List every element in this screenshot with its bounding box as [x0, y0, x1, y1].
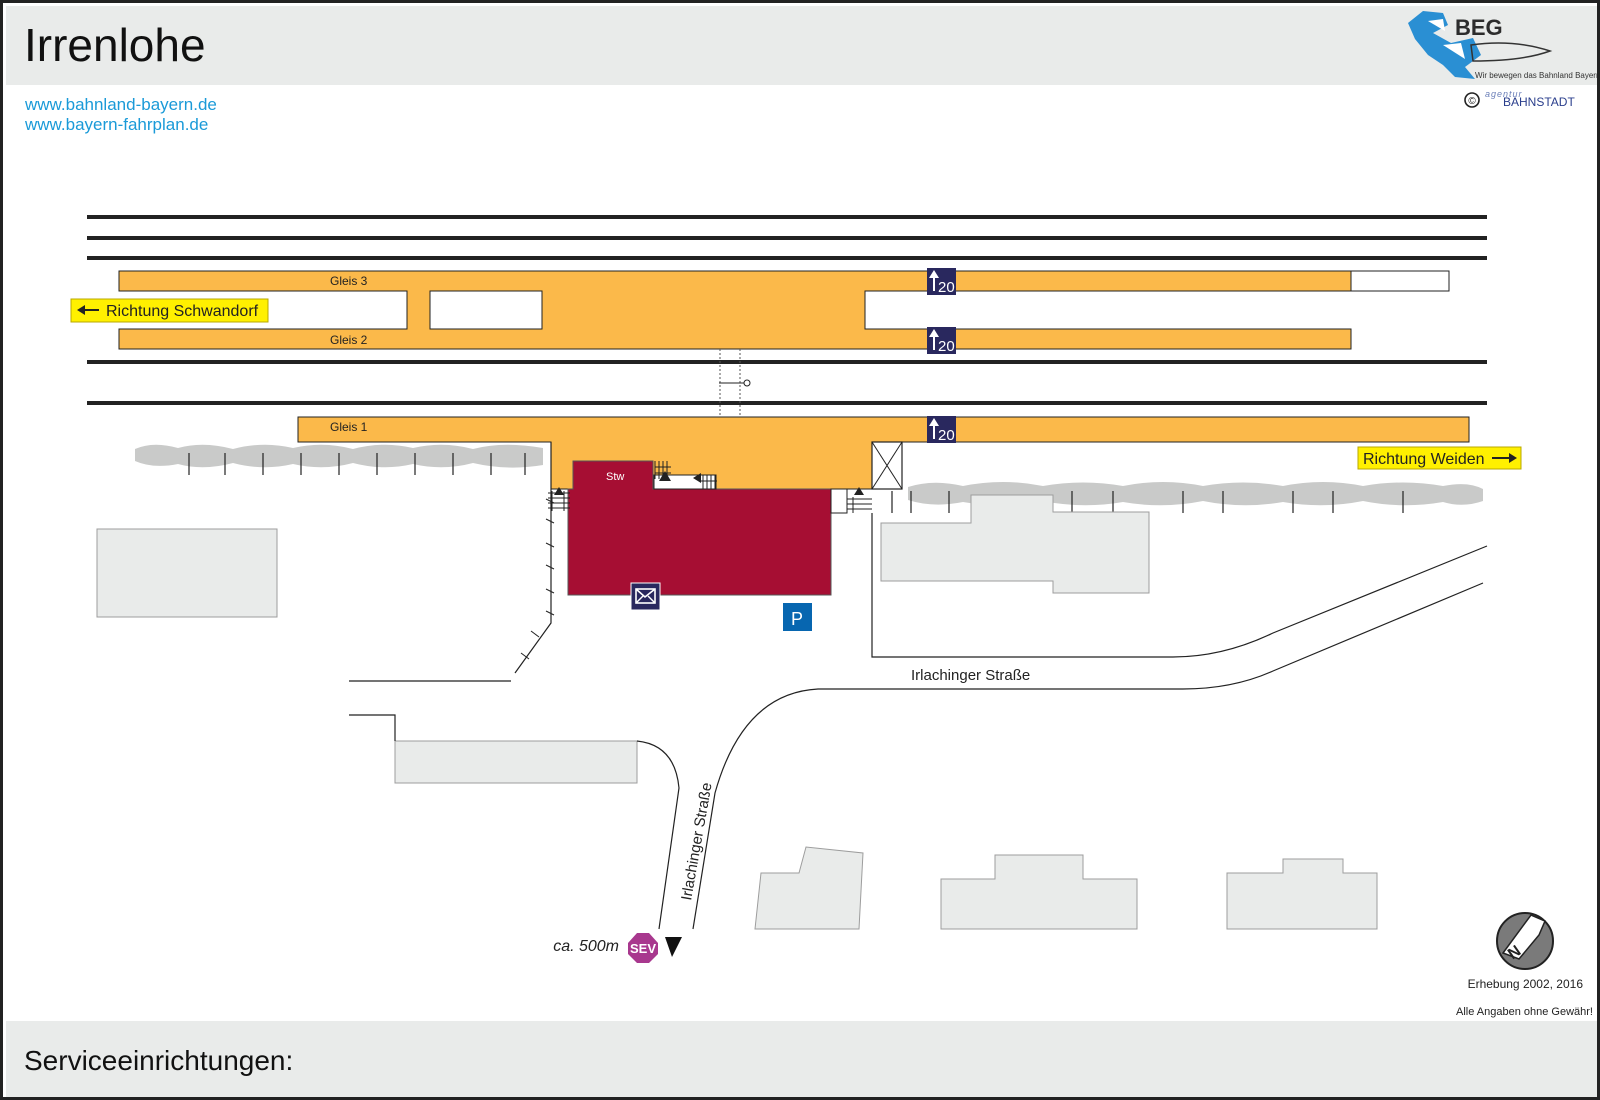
roads: [349, 513, 1488, 930]
direction-east-label: Richtung Weiden: [1363, 451, 1485, 468]
link-bayern-fahrplan[interactable]: www.bayern-fahrplan.de: [25, 115, 209, 134]
shelter: [871, 441, 903, 490]
link-bahnland-bayern[interactable]: www.bahnland-bayern.de: [25, 95, 217, 114]
page-title: Irrenlohe: [24, 19, 206, 71]
platform-height-value: 20: [938, 338, 955, 355]
label-gleis3: Gleis 3: [330, 274, 368, 288]
survey-text: Erhebung 2002, 2016: [1468, 977, 1584, 991]
platform-height-icon: 20: [927, 416, 956, 444]
platform-height-value: 20: [938, 427, 955, 444]
beg-brand: BEG: [1455, 15, 1503, 40]
platform-height-icon: 20: [927, 268, 956, 296]
fence-west: [514, 442, 555, 674]
bus-distance: ca. 500m: [553, 938, 619, 955]
direction-west-label: Richtung Schwandorf: [106, 303, 259, 320]
direction-sign-east: Richtung Weiden: [1357, 446, 1522, 470]
street-label-horizontal: Irlachinger Straße: [911, 667, 1030, 684]
label-gleis2: Gleis 2: [330, 333, 368, 347]
disclaimer-text: Alle Angaben ohne Gewähr!: [1456, 1006, 1593, 1018]
tracks: [87, 215, 1487, 405]
parking-icon: P: [783, 603, 812, 631]
platform-height-value: 20: [938, 279, 955, 296]
copyright-name: BAHNSTADT: [1503, 95, 1575, 109]
copyright-small: agentur: [1485, 89, 1523, 99]
direction-sign-west: Richtung Schwandorf: [70, 298, 269, 323]
bus-stop: ca. 500m SEV: [553, 933, 682, 963]
service-label: Serviceeinrichtungen:: [24, 1045, 294, 1076]
island-platform: Gleis 3 Gleis 2: [118, 270, 1450, 350]
street-label-vertical: Irlachinger Straße: [678, 781, 715, 901]
service-bar: Serviceeinrichtungen:: [6, 1021, 1597, 1097]
parking-letter: P: [791, 609, 803, 629]
station-building: Stw: [548, 460, 872, 596]
link-list: www.bahnland-bayern.de www.bayern-fahrpl…: [25, 95, 217, 135]
building-label: Stw: [606, 471, 624, 483]
beg-slogan: Wir bewegen das Bahnland Bayern: [1475, 71, 1600, 80]
platform-height-icon: 20: [927, 327, 956, 355]
platform-height-markers: 20 20 20: [927, 268, 956, 444]
bus-badge: SEV: [630, 941, 656, 956]
copyright-mark: © agentur BAHNSTADT: [1464, 89, 1575, 109]
hedge-west: [135, 444, 543, 475]
label-gleis1: Gleis 1: [330, 420, 368, 434]
neighbor-buildings: [96, 494, 1378, 930]
north-arrow-icon: N: [1496, 912, 1554, 970]
beg-logo: BEG Wir bewegen das Bahnland Bayern: [1408, 11, 1600, 80]
underpass: [719, 349, 751, 417]
header-bar: Irrenlohe: [6, 6, 1597, 85]
copyright-symbol: ©: [1468, 96, 1476, 107]
bus-direction-icon: [665, 937, 682, 957]
station-map: BEG Wir bewegen das Bahnland Bayern © ag…: [70, 11, 1600, 1081]
post-icon: [630, 582, 661, 611]
